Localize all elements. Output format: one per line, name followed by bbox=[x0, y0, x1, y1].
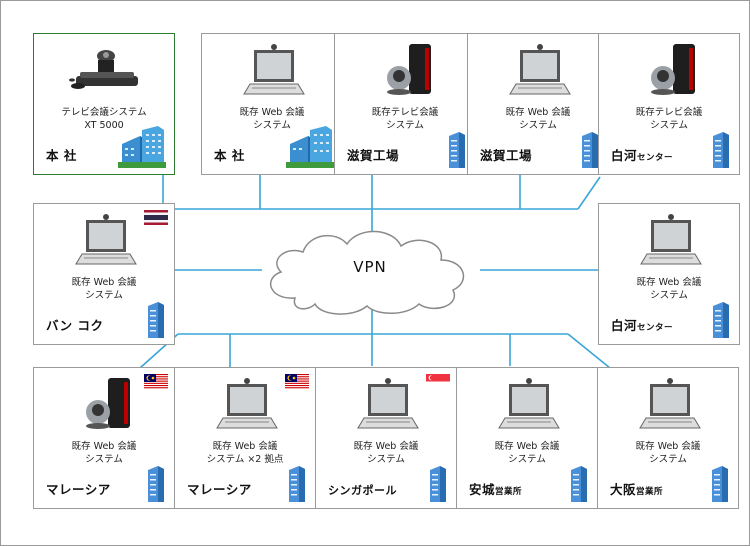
location-label: マレーシア bbox=[46, 482, 111, 497]
site-card-s5: 既存テレビ会議 システム 白河センター bbox=[598, 33, 740, 175]
laptop-icon bbox=[75, 214, 137, 265]
server-icon bbox=[712, 466, 728, 502]
location-label: バン コク bbox=[46, 318, 104, 333]
server-icon bbox=[148, 302, 164, 338]
server-icon bbox=[430, 466, 446, 502]
system-caption: 既存 Web 会議 システム bbox=[353, 441, 419, 465]
link-s12 bbox=[567, 333, 611, 369]
site-card-s2: 既存 Web 会議 システム 本 社 bbox=[201, 33, 343, 175]
server-icon bbox=[289, 466, 305, 502]
vpn-label: VPN bbox=[353, 258, 387, 276]
laptop-icon bbox=[639, 378, 701, 429]
site-card-s11: 既存 Web 会議 システム 安城営業所 bbox=[456, 367, 598, 509]
system-caption: 既存 Web 会議 システム bbox=[71, 441, 137, 465]
laptop-icon bbox=[216, 378, 278, 429]
laptop-icon bbox=[509, 44, 571, 95]
system-caption: 既存 Web 会議 システム ×2 拠点 bbox=[206, 441, 284, 465]
system-caption: 既存 Web 会議 システム bbox=[239, 107, 305, 131]
site-card-s3: 既存テレビ会議 システム 滋賀工場 bbox=[334, 33, 476, 175]
location-label: マレーシア bbox=[187, 482, 252, 497]
location-label: 本 社 bbox=[214, 148, 245, 163]
video-unit-icon bbox=[387, 44, 431, 95]
system-caption: 既存 Web 会議 システム bbox=[71, 277, 137, 301]
location-label: シンガポール bbox=[328, 484, 397, 497]
site-card-s1: テレビ会議システム XT 5000 本 社 bbox=[33, 33, 175, 175]
laptop-icon bbox=[640, 214, 702, 265]
malaysia-flag bbox=[144, 374, 168, 389]
location-label: 滋賀工場 bbox=[347, 148, 400, 163]
server-icon bbox=[571, 466, 587, 502]
system-caption: 既存テレビ会議 システム bbox=[371, 107, 439, 131]
site-card-s6: 既存 Web 会議 システム バン コク bbox=[33, 203, 175, 345]
thailand-flag bbox=[144, 210, 168, 225]
system-caption: 既存 Web 会議 システム bbox=[635, 441, 701, 465]
vpn-cloud-icon bbox=[270, 230, 465, 315]
site-card-s8: 既存 Web 会議 システム マレーシア bbox=[33, 367, 175, 509]
laptop-icon bbox=[243, 44, 305, 95]
office-icon bbox=[118, 126, 166, 168]
link-s5 bbox=[577, 176, 601, 210]
location-label: 白河センター bbox=[611, 318, 674, 333]
video-unit-icon bbox=[651, 44, 695, 95]
site-card-s12: 既存 Web 会議 システム 大阪営業所 bbox=[597, 367, 739, 509]
video-unit-icon bbox=[86, 378, 130, 429]
system-caption: 既存 Web 会議 システム bbox=[494, 441, 560, 465]
server-icon bbox=[582, 132, 598, 168]
location-label: 本 社 bbox=[46, 148, 77, 163]
location-label: 大阪営業所 bbox=[610, 482, 664, 497]
codec-icon bbox=[69, 50, 138, 89]
location-label: 滋賀工場 bbox=[480, 148, 533, 163]
site-card-s9: 既存 Web 会議 システム ×2 拠点 マレーシア bbox=[174, 367, 316, 509]
server-icon bbox=[148, 466, 164, 502]
system-caption: テレビ会議システム XT 5000 bbox=[61, 107, 147, 131]
location-label: 白河センター bbox=[611, 148, 674, 163]
laptop-icon bbox=[498, 378, 560, 429]
server-icon bbox=[449, 132, 465, 168]
location-label: 安城営業所 bbox=[469, 482, 523, 497]
site-card-s7: 既存 Web 会議 システム 白河センター bbox=[598, 203, 740, 345]
malaysia-flag bbox=[285, 374, 309, 389]
system-caption: 既存 Web 会議 システム bbox=[505, 107, 571, 131]
site-card-s4: 既存 Web 会議 システム 滋賀工場 bbox=[467, 33, 609, 175]
system-caption: 既存 Web 会議 システム bbox=[636, 277, 702, 301]
server-icon bbox=[713, 302, 729, 338]
laptop-icon bbox=[357, 378, 419, 429]
site-card-s10: 既存 Web 会議 システム シンガポール bbox=[315, 367, 457, 509]
system-caption: 既存テレビ会議 システム bbox=[635, 107, 703, 131]
singapore-flag bbox=[426, 374, 450, 389]
office-icon bbox=[286, 126, 334, 168]
server-icon bbox=[713, 132, 729, 168]
